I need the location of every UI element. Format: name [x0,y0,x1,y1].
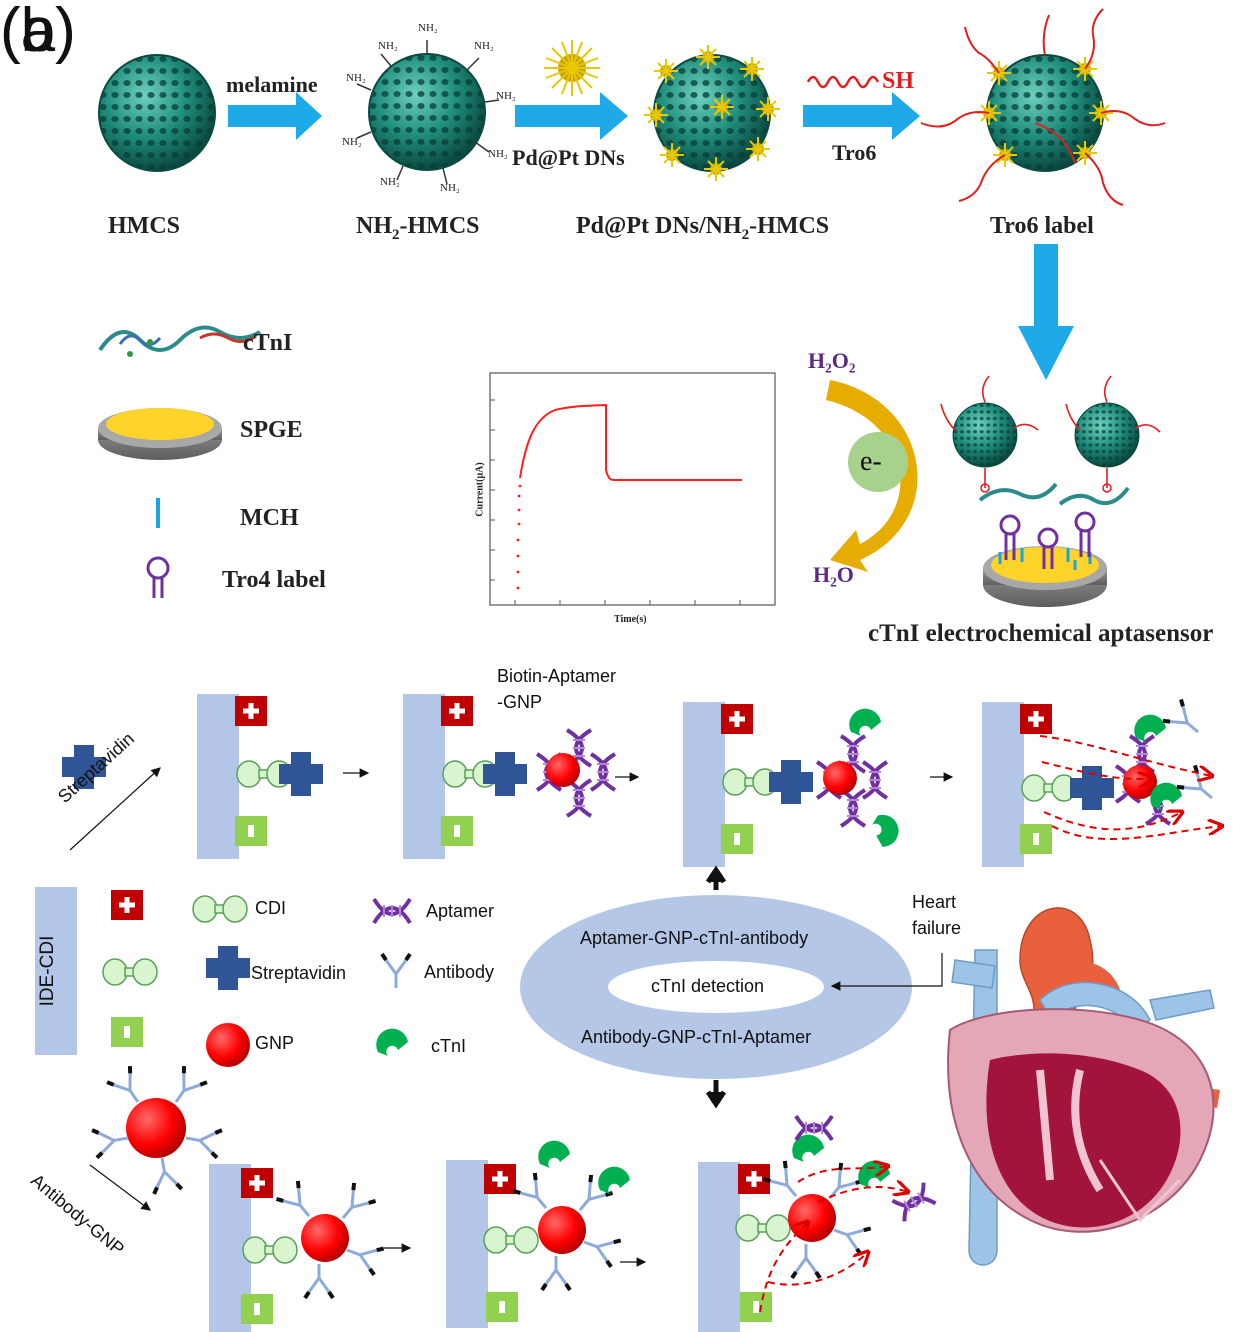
plot-rising-points [516,484,522,590]
detection-ring [520,895,912,1079]
panel-b-label: (b) [0,0,76,65]
legend-streptavidin-label: Streptavidin [251,963,347,983]
top-electrode-3 [683,702,902,867]
legend-gnp-icon [206,1023,250,1067]
nh2-tag: NH₂ [488,148,508,160]
bottom-electrode-2 [446,1140,630,1328]
ctni-protein-icon [98,325,262,357]
nh2-tag: NH₂ [496,90,516,102]
ring-top-label: Aptamer-GNP-cTnI-antibody [580,928,809,948]
pdpt-nanoparticle [544,40,600,96]
ide-cdi-electrode [35,887,158,1055]
nh2-tag: NH₂ [380,176,400,188]
step3-label: Tro6 [832,140,877,165]
nh2-tag: NH₂ [440,182,460,194]
plot-trace [519,403,742,481]
nh2-tag: NH₂ [474,40,494,52]
arrow-heart-to-ring [830,953,943,991]
biotin-aptamer-label-1: Biotin-Aptamer [497,666,617,686]
electron-circle [848,432,908,492]
heart-failure-label-1: Heart [912,892,957,912]
nh2-hmcs-sphere [356,40,500,185]
heart-illustration [947,907,1220,1266]
electron-label: e- [860,446,882,477]
arrow-step2 [515,92,628,140]
legend-aptamer-label: Aptamer [426,901,495,921]
legend-streptavidin-icon [206,946,250,990]
legend-ctni-label: cTnI [243,330,293,356]
legend-aptamer-icon [372,897,412,925]
arrow-down [1018,244,1074,380]
bottom-electrode-3 [698,1114,938,1332]
panel-a-label: (a) [0,0,76,65]
legend-antibody-label: Antibody [424,962,495,982]
caption-pdpt-hmcs: Pd@Pt DNs/NH2-HMCS [576,213,830,243]
top-electrode-2 [403,694,617,859]
pdpt-hmcs-sphere [643,44,781,182]
current-time-plot [489,372,776,606]
nh2-tag: NH₂ [418,22,438,34]
arrow-ring-up [705,865,727,890]
top-electrode-1 [197,694,323,859]
spge-icon [98,408,222,460]
legend-antibody-icon [380,952,412,990]
legend-ctni-label-b: cTnI [431,1036,467,1056]
arrow-step3 [803,92,920,140]
mch-icon [156,498,160,528]
plot-ylabel: Current(μA) [474,462,486,517]
sh-wave [806,75,880,89]
caption-tro6: Tro6 label [990,213,1094,239]
reaction-arc [826,380,918,572]
free-antibody-gnp [90,1064,224,1196]
nh2-tag: NH₂ [346,72,366,84]
ide-cdi-label: IDE-CDI [37,935,58,1007]
legend-gnp-label: GNP [255,1033,295,1053]
nh2-tag: NH₂ [378,40,398,52]
biotin-aptamer-label-2: -GNP [497,692,542,712]
legend-spge-label: SPGE [240,417,303,443]
legend-cdi-label: CDI [255,898,286,918]
plot-xlabel: Time(s) [614,614,647,625]
arrow-antibody-gnp [89,1164,151,1211]
tro6-sphere [920,8,1166,206]
h2o-label: H₂O [813,562,854,587]
ring-center-label: cTnI detection [651,976,765,996]
arrow-streptavidin [69,767,161,851]
legend-cdi-icon [192,895,248,923]
nh2-tag: NH₂ [342,136,362,148]
top-electrode-4 [982,697,1222,867]
hmcs-sphere [98,54,216,172]
legend-mch-label: MCH [240,505,299,531]
h2o2-label: H₂O₂ [808,348,856,373]
bottom-electrode-1 [209,1164,386,1332]
step1-label: melamine [226,72,318,97]
arrow-ring-down [705,1080,727,1109]
step2-label: Pd@Pt DNs [512,145,625,170]
arrow-step1 [228,92,322,140]
tro4-icon [146,556,170,598]
caption-nh2-hmcs: NH2-HMCS [356,213,480,243]
heart-failure-label-2: failure [912,918,962,938]
ring-bottom-label: Antibody-GNP-cTnI-Aptamer [581,1027,812,1047]
aptasensor-title: cTnI electrochemical aptasensor [868,620,1214,647]
caption-hmcs: HMCS [108,213,180,239]
step3-sh-label: SH [882,68,915,94]
aptasensor-assembly [940,375,1161,607]
legend-ctni-icon [376,1028,408,1056]
legend-tro4-label: Tro4 label [222,567,326,593]
